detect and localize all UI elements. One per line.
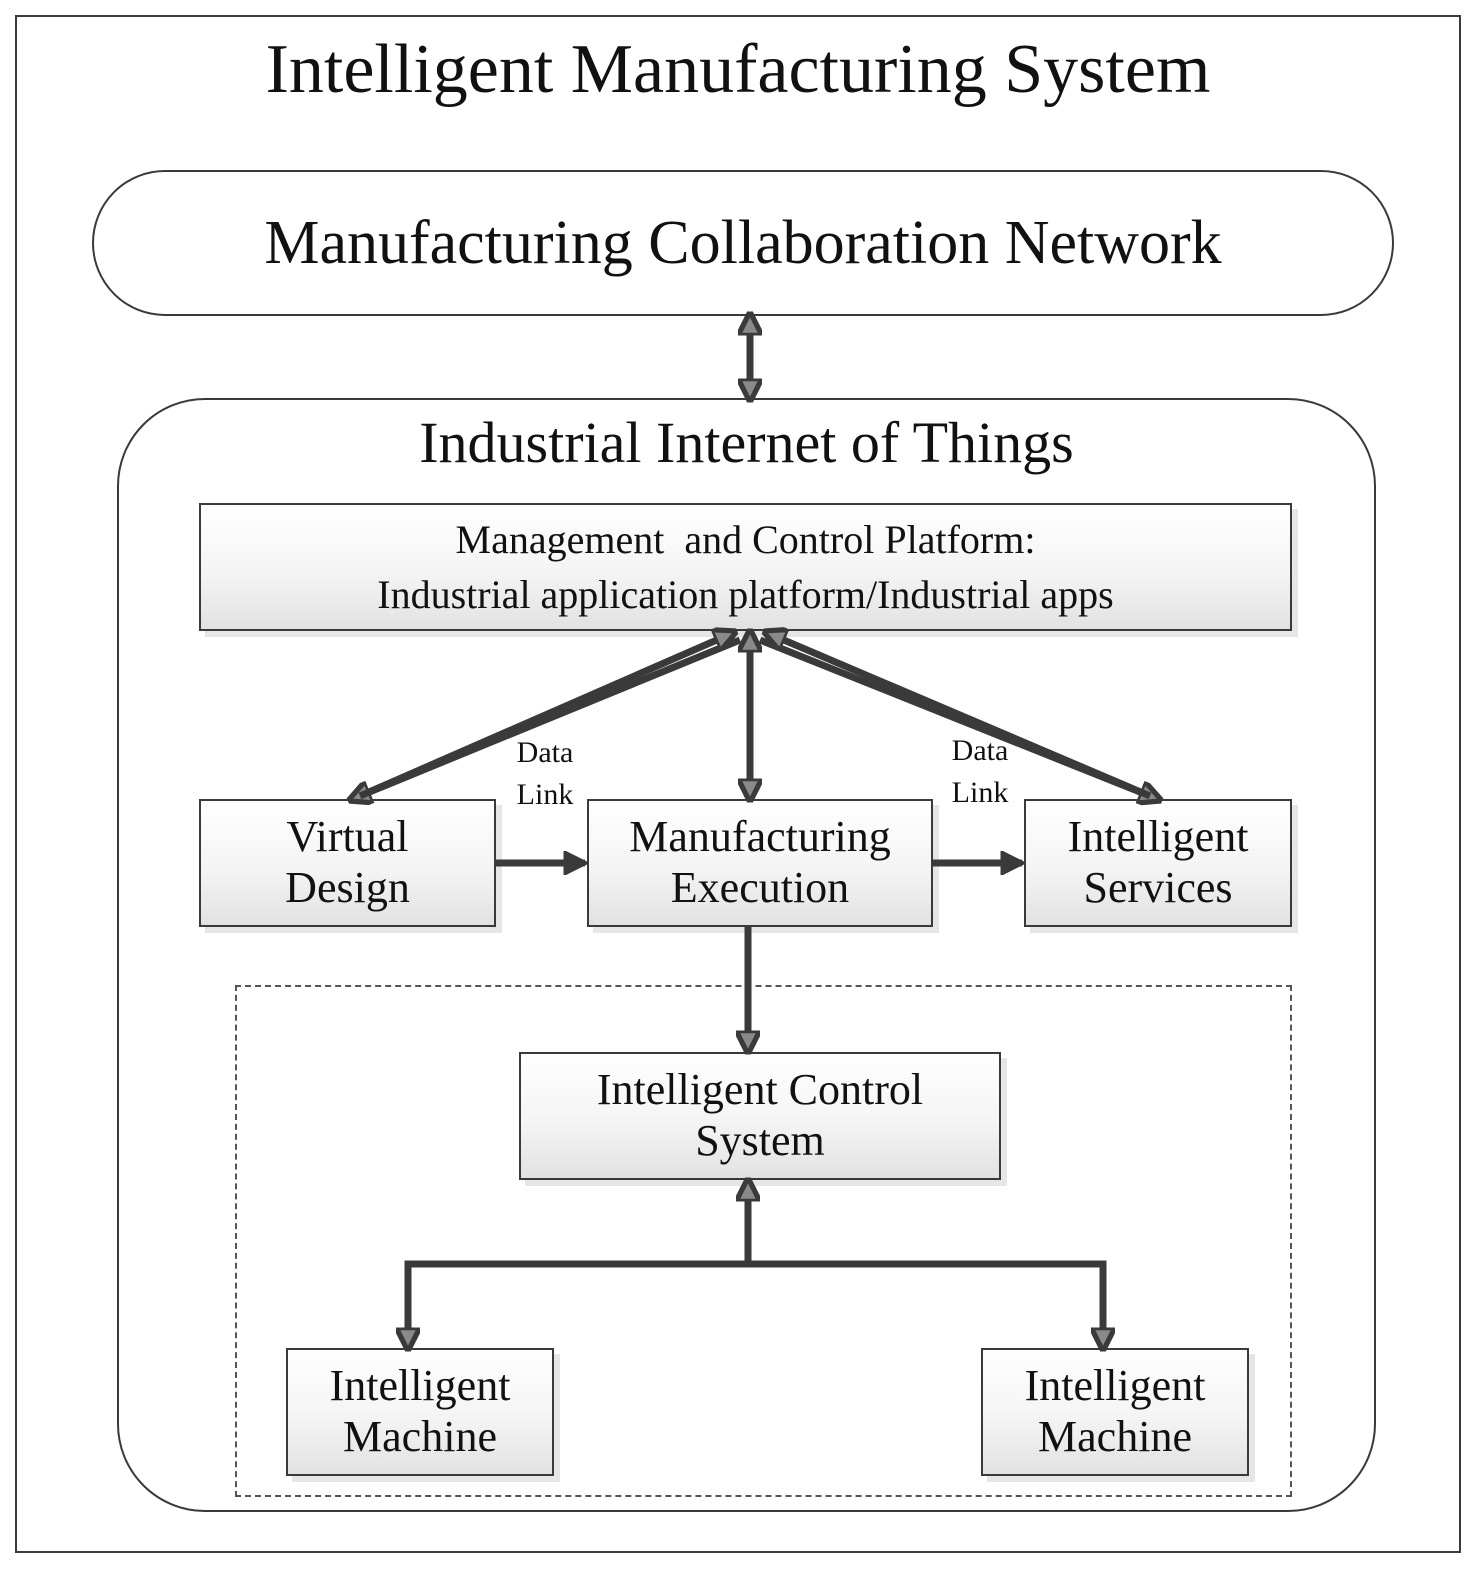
collaboration-network-label: Manufacturing Collaboration Network xyxy=(264,208,1222,277)
manufacturing-execution-node: Manufacturing Execution xyxy=(587,799,933,927)
manufacturing-execution-line2: Execution xyxy=(670,863,850,912)
arrow-virtual-design-platform xyxy=(358,632,735,800)
data-link-right-line1: Data xyxy=(951,734,1009,767)
control-system-line1: Intelligent Control xyxy=(596,1065,924,1115)
platform-label-line1: Management and Control Platform: xyxy=(455,516,1036,562)
intelligent-services-line2: Services xyxy=(1083,863,1233,912)
data-link-left-line2: Link xyxy=(516,778,574,811)
intelligent-machine-right-node: Intelligent Machine xyxy=(981,1348,1249,1476)
machine-right-line1: Intelligent xyxy=(1024,1361,1206,1411)
system-title: Intelligent Manufacturing System xyxy=(265,31,1211,108)
machine-right-line2: Machine xyxy=(1038,1412,1192,1461)
platform-label-line2: Industrial application platform/Industri… xyxy=(377,572,1114,617)
manufacturing-execution-line1: Manufacturing xyxy=(629,812,891,862)
machine-left-line1: Intelligent xyxy=(329,1361,511,1411)
intelligent-machine-left-node: Intelligent Machine xyxy=(286,1348,554,1476)
iiot-title: Industrial Internet of Things xyxy=(419,410,1074,475)
data-link-label-left: Data Link xyxy=(495,732,595,816)
control-system-node: Intelligent Control System xyxy=(519,1052,1001,1180)
data-link-label-right: Data Link xyxy=(930,730,1030,814)
intelligent-services-node: Intelligent Services xyxy=(1024,799,1292,927)
intelligent-services-line1: Intelligent xyxy=(1067,812,1249,862)
machine-left-line2: Machine xyxy=(343,1412,497,1461)
virtual-design-node: Virtual Design xyxy=(199,799,496,927)
data-link-left-line1: Data xyxy=(516,736,574,769)
virtual-design-line1: Virtual xyxy=(286,812,409,862)
data-link-right-line2: Link xyxy=(951,776,1009,809)
control-layer-group xyxy=(235,985,1292,1497)
connector-machine-bus xyxy=(404,1260,1103,1349)
platform-node: Management and Control Platform: Industr… xyxy=(199,503,1292,631)
control-system-line2: System xyxy=(695,1116,825,1165)
virtual-design-line2: Design xyxy=(285,863,410,912)
arrow-services-platform xyxy=(765,632,1152,800)
